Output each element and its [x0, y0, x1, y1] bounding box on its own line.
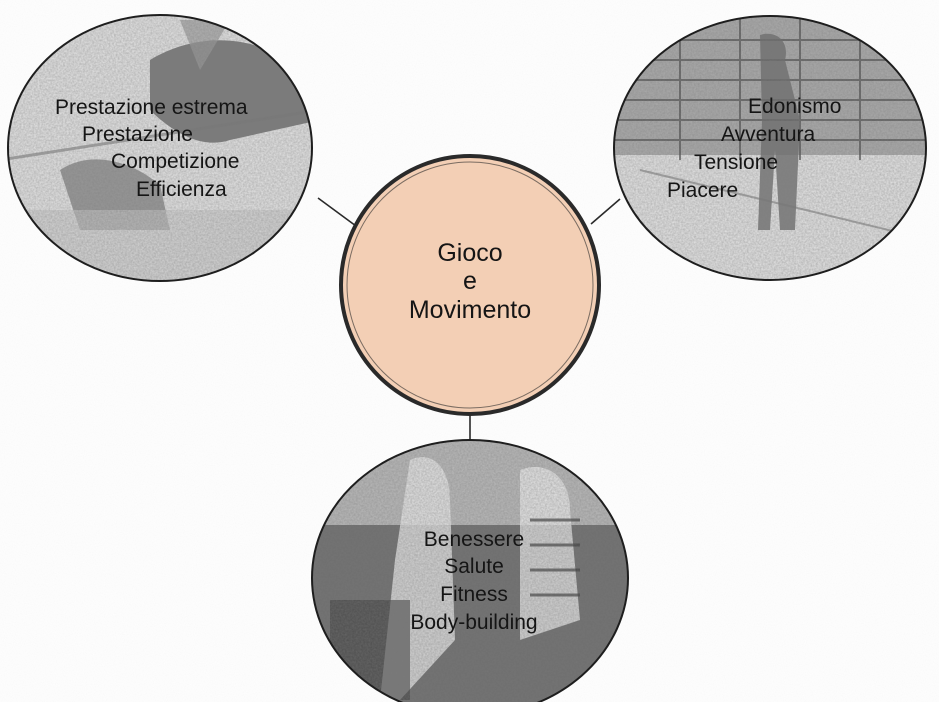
center-labels: Gioco e Movimento	[409, 239, 531, 324]
performance-ellipse-outline	[7, 14, 313, 282]
center-node	[339, 154, 601, 416]
adventure-labels: Edonismo Avventura Tensione Piacere	[667, 95, 841, 202]
wellness-photo-ellipse	[311, 439, 629, 702]
wellness-label-3: Fitness	[440, 583, 508, 606]
adventure-label-4: Piacere	[667, 179, 738, 202]
wellness-label-2: Salute	[444, 555, 504, 578]
connector-left	[317, 197, 357, 227]
adventure-label-1: Edonismo	[748, 95, 841, 118]
performance-labels: Prestazione estrema Prestazione Competiz…	[55, 96, 248, 201]
center-label-2: e	[463, 267, 477, 295]
wellness-label-4: Body-building	[410, 611, 537, 634]
adventure-photo-ellipse	[613, 15, 927, 281]
adventure-label-3: Tensione	[694, 151, 778, 174]
performance-label-1: Prestazione estrema	[55, 96, 248, 119]
wellness-label-1: Benessere	[424, 528, 524, 551]
adventure-ellipse-outline	[613, 15, 927, 281]
center-circle-inner-ring	[346, 161, 594, 409]
performance-label-4: Efficienza	[136, 178, 227, 201]
performance-photo-ellipse	[7, 14, 313, 282]
performance-label-2: Prestazione	[82, 123, 193, 146]
adventure-label-2: Avventura	[721, 123, 815, 146]
wellness-labels: Benessere Salute Fitness Body-building	[410, 528, 537, 634]
center-label-1: Gioco	[437, 239, 502, 267]
center-label-3: Movimento	[409, 296, 531, 324]
connector-right	[590, 198, 621, 225]
performance-label-3: Competizione	[111, 150, 239, 173]
wellness-ellipse-outline	[311, 439, 629, 702]
center-circle	[339, 154, 601, 416]
